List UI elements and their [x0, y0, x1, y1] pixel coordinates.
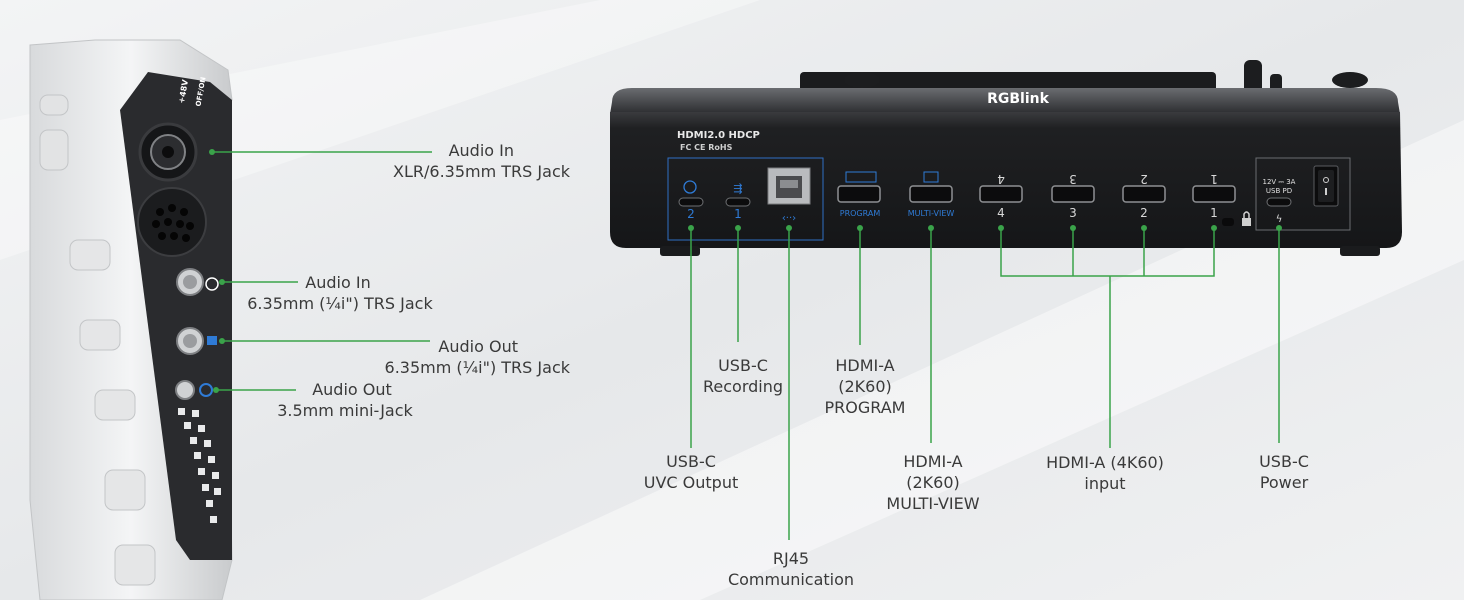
headphone-icon	[199, 383, 213, 397]
mini-jack	[175, 380, 195, 400]
callout-detail: 6.35mm (¼i") TRS Jack	[384, 358, 570, 377]
callout-title: HDMI-A	[835, 356, 895, 375]
callout-title: Audio In	[448, 141, 514, 160]
callout-detail: 3.5mm mini-Jack	[277, 401, 413, 420]
callout-detail: Recording	[702, 377, 784, 396]
cert-label: FC CE RoHS	[680, 143, 733, 152]
callout-title: USB-C	[666, 452, 716, 471]
callout-detail: 6.35mm (¼i") TRS Jack	[247, 294, 433, 313]
callout-detail: (2K60)	[838, 377, 892, 396]
callout-title: RJ45	[772, 549, 810, 568]
callout-detail: XLR/6.35mm TRS Jack	[393, 162, 570, 181]
callout-detail: MULTI-VIEW	[886, 494, 980, 513]
callout-audio-out-trs: Audio Out 6.35mm (¼i") TRS Jack	[370, 336, 570, 378]
callout-detail: UVC Output	[643, 473, 739, 492]
lock-icon	[1242, 211, 1251, 226]
usbc-port-2	[678, 197, 704, 207]
callout-audio-in-xlr: Audio In XLR/6.35mm TRS Jack	[370, 140, 570, 182]
callout-usbc-power: USB-C Power	[1234, 451, 1334, 493]
hdmi-input-2: 2 2	[1122, 172, 1166, 220]
usbc-port-1	[725, 197, 751, 207]
rear-panel	[610, 112, 1402, 248]
hdmi-multiview-label: MULTI-VIEW	[908, 209, 955, 218]
svg-text:2: 2	[1140, 172, 1148, 186]
callout-hdmi-program: HDMI-A (2K60) PROGRAM	[805, 355, 925, 418]
svg-text:3: 3	[1069, 206, 1077, 220]
hdmi-input-3: 3 3	[1051, 172, 1095, 220]
callout-usbc-uvc: USB-C UVC Output	[631, 451, 751, 493]
callout-usbc-recording: USB-C Recording	[688, 355, 798, 397]
power-frame	[1255, 157, 1351, 231]
mic-icon	[205, 277, 219, 291]
usb-icon: ⇶	[733, 182, 742, 195]
usbc-power-port	[1266, 197, 1292, 207]
svg-text:1: 1	[1210, 172, 1218, 186]
power-rating-label: 12V ⎓ 3A	[1263, 178, 1296, 186]
callout-hdmi-input: HDMI-A (4K60) input	[1030, 452, 1180, 494]
brand-logo: RGBlink	[987, 91, 1050, 107]
device-side-view: +48V OFF/ON	[29, 39, 233, 600]
callout-title: Audio Out	[438, 337, 518, 356]
callout-title: USB-C	[1259, 452, 1309, 471]
leader-lines	[212, 151, 1280, 540]
callout-title: HDMI-A	[903, 452, 963, 471]
callout-rj45: RJ45 Communication	[716, 548, 866, 590]
hdmi-program-label: PROGRAM	[840, 209, 881, 218]
callout-audio-out-mini: Audio Out 3.5mm mini-Jack	[255, 379, 435, 421]
svg-text:3: 3	[1069, 172, 1077, 186]
callout-title: Audio In	[305, 273, 371, 292]
vent-holes	[178, 408, 221, 523]
svg-text:4: 4	[997, 206, 1005, 220]
callout-detail: Communication	[727, 570, 855, 589]
hdmi-multiview-port	[909, 185, 953, 203]
device-rear-view: RGBlink HDMI2.0 HDCP FC CE RoHS 2 ⇶ 1 ‹·…	[610, 60, 1402, 256]
callout-detail: PROGRAM	[824, 398, 906, 417]
callout-detail: (2K60)	[906, 473, 960, 492]
callout-detail: Power	[1259, 473, 1309, 492]
svg-text:4: 4	[997, 172, 1005, 186]
callout-hdmi-multiview: HDMI-A (2K60) MULTI-VIEW	[868, 451, 998, 514]
speaker-icon	[207, 336, 217, 345]
callout-title: Audio Out	[312, 380, 392, 399]
play-icon	[683, 180, 697, 194]
usbc-port-2-label: 2	[687, 207, 695, 221]
power-pd-label: USB PD	[1266, 187, 1292, 195]
svg-text:1: 1	[1210, 206, 1218, 220]
hdmi-input-1: 1 1	[1192, 172, 1236, 220]
callout-detail: input	[1084, 474, 1126, 493]
callout-title: USB-C	[718, 356, 768, 375]
spec-label: HDMI2.0 HDCP	[677, 130, 760, 141]
usb-group-frame	[667, 157, 824, 241]
network-icon: ‹··›	[782, 213, 796, 224]
callout-audio-in-trs: Audio In 6.35mm (¼i") TRS Jack	[240, 272, 440, 314]
usbc-port-1-label: 1	[734, 207, 742, 221]
svg-text:2: 2	[1140, 206, 1148, 220]
mic-power-label: +48V	[177, 78, 190, 104]
side-panel	[120, 72, 232, 560]
hdmi-input-4: 4 4	[979, 172, 1023, 220]
top-rim	[610, 88, 1400, 114]
lightning-icon: ϟ	[1276, 214, 1283, 225]
leader-hdmi-input	[1000, 228, 1215, 448]
leader-dots	[209, 149, 1282, 393]
hdmi-program-port	[837, 185, 881, 203]
callout-title: HDMI-A (4K60)	[1046, 453, 1164, 472]
